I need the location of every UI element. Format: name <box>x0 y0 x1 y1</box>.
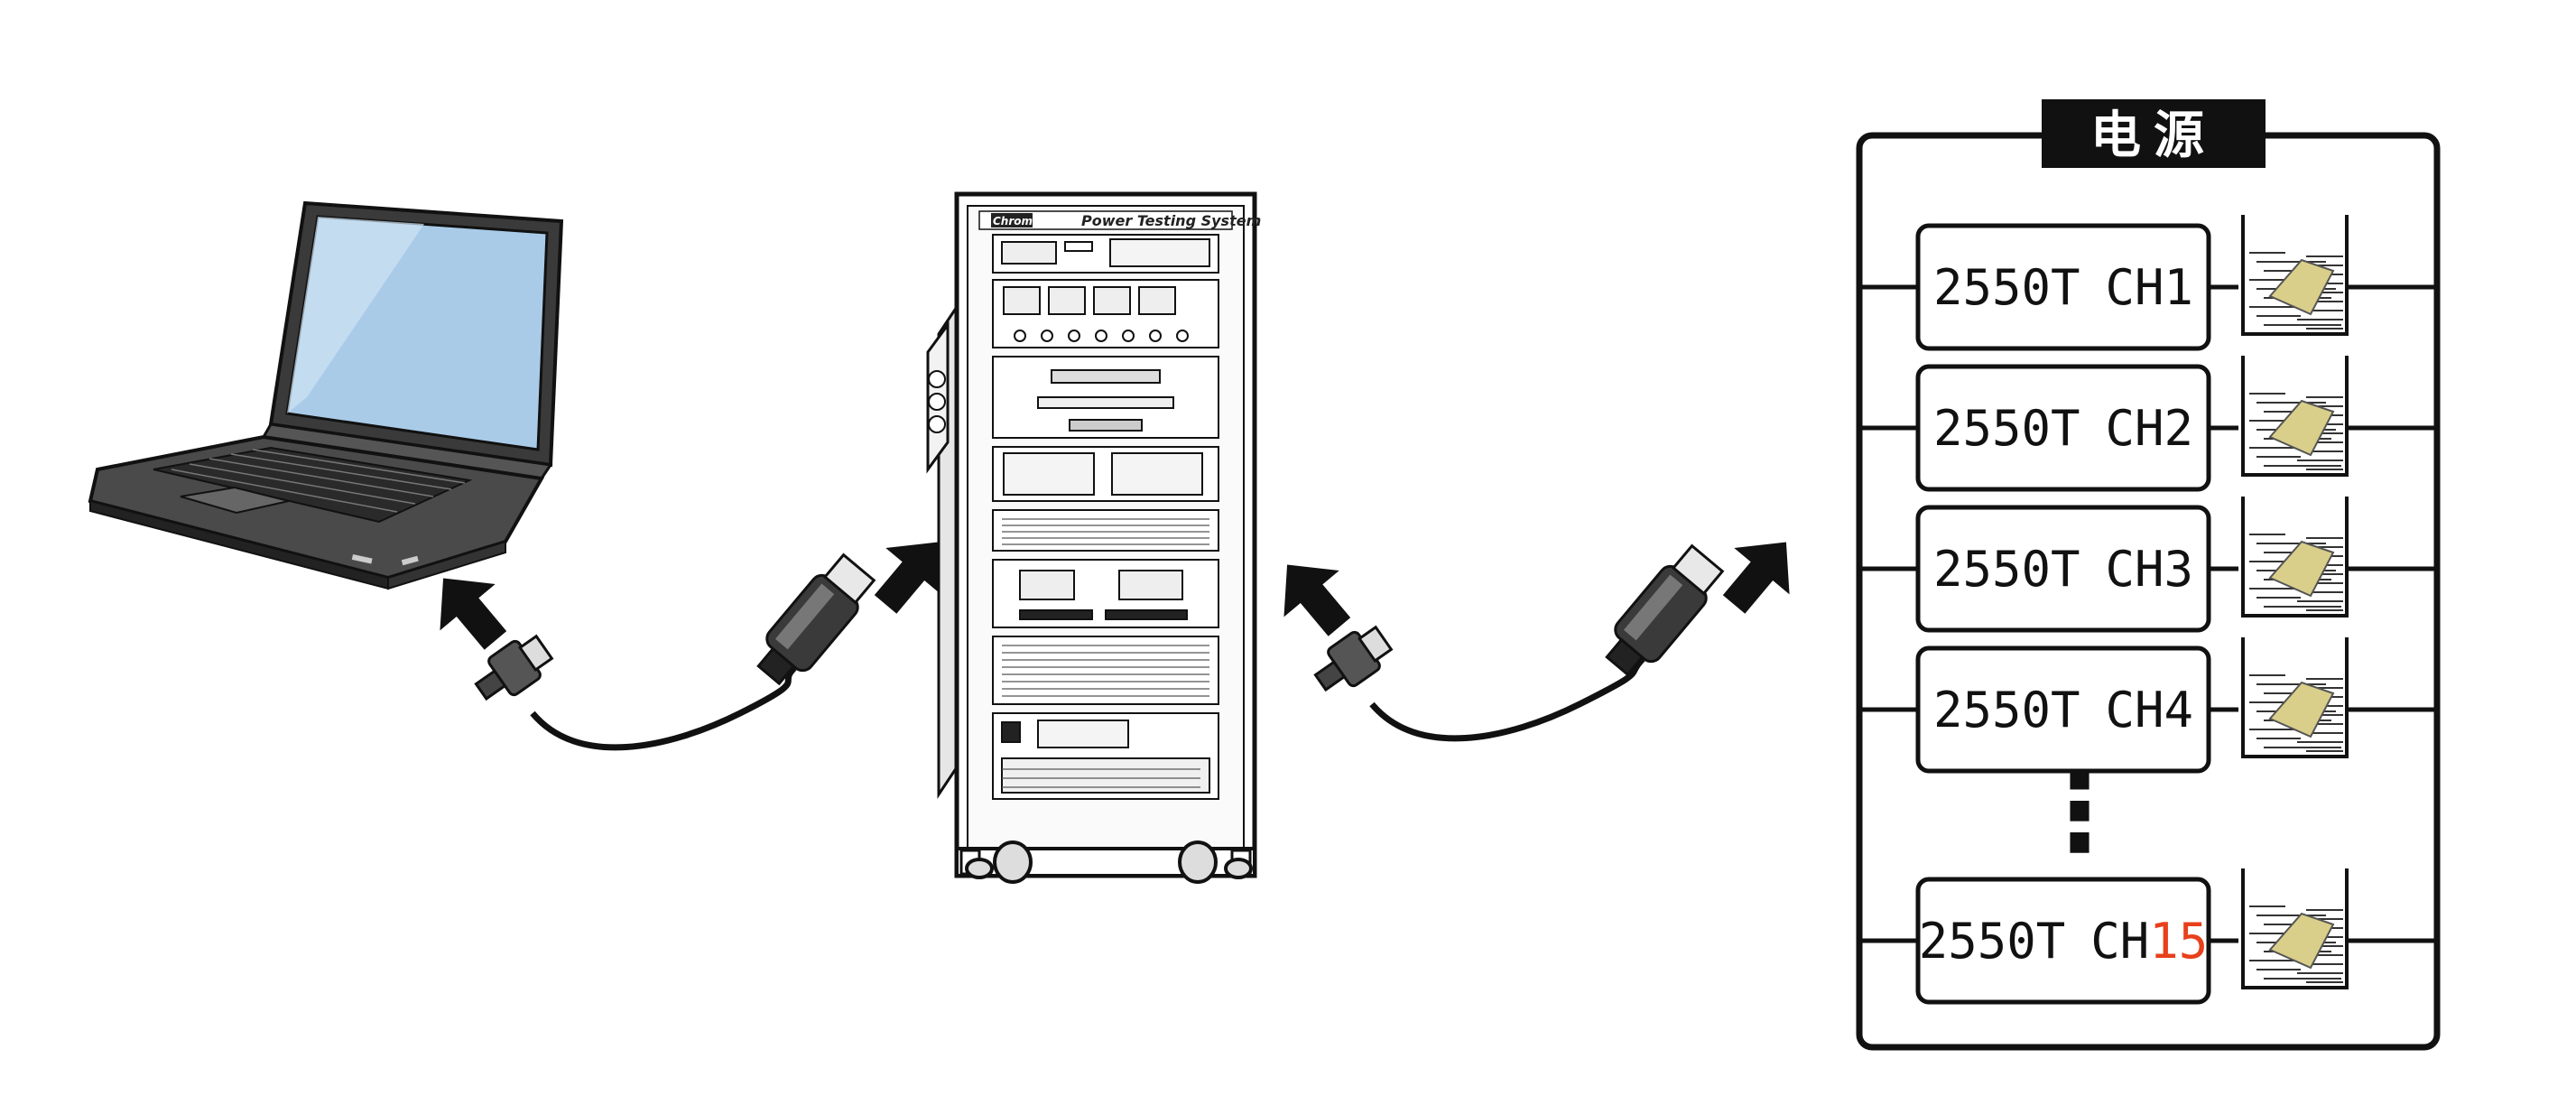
channel-row: 2550T CH1 <box>1862 215 2434 351</box>
channel-prefix: CH <box>2090 913 2149 970</box>
channel-prefix: CH <box>2106 682 2164 738</box>
usb-cable-icon-2 <box>1313 543 1725 742</box>
channel-number: 3 <box>2164 541 2194 598</box>
channel-number: 1 <box>2164 259 2194 316</box>
channel-label: 2550T CH1 <box>1933 259 2193 316</box>
arrow-to-laptop-icon <box>440 578 507 650</box>
channel-number: 2 <box>2164 400 2194 457</box>
rack-brand-label: Chroma <box>993 215 1040 228</box>
arrow-to-rack-icon <box>874 542 941 614</box>
sample-beaker-icon <box>2240 868 2350 989</box>
laptop-icon <box>88 200 564 590</box>
channel-label: 2550T CH3 <box>1933 541 2193 598</box>
channel-row: 2550T CH3 <box>1862 497 2434 633</box>
sample-beaker-icon <box>2240 356 2350 477</box>
rack-cabinet-icon: Chroma Power Testing System <box>926 191 1261 884</box>
channel-model: 2550T <box>1933 259 2080 316</box>
channel-number: 15 <box>2149 913 2208 970</box>
usb-cable-icon-1 <box>474 552 876 751</box>
channel-model: 2550T <box>1933 541 2080 598</box>
channel-label: 2550T CH4 <box>1933 682 2193 738</box>
channel-prefix: CH <box>2106 400 2164 457</box>
power-box-title: 电源 <box>2090 107 2217 165</box>
sample-beaker-icon <box>2240 637 2350 758</box>
channel-number: 4 <box>2164 682 2194 738</box>
ellipsis-dots: ⋮ <box>2025 749 2134 875</box>
arrow-to-rack-back-icon <box>1283 564 1351 636</box>
power-box-title-bg <box>2042 99 2266 168</box>
channel-prefix: CH <box>2106 541 2164 598</box>
arrow-to-power-icon <box>1722 542 1790 614</box>
channel-model: 2550T <box>1933 682 2080 738</box>
sample-beaker-icon <box>2240 215 2350 336</box>
channel-label: 2550T CH15 <box>1919 913 2209 970</box>
channel-model: 2550T <box>1919 913 2066 970</box>
channel-row: 2550T CH4 <box>1862 637 2434 774</box>
channel-row: 2550T CH2 <box>1862 356 2434 492</box>
channel-model: 2550T <box>1933 400 2080 457</box>
rack-panel-title: Power Testing System <box>1081 212 1261 229</box>
sample-beaker-icon <box>2240 497 2350 618</box>
channel-label: 2550T CH2 <box>1933 400 2193 457</box>
channel-row: 2550T CH15 <box>1862 868 2434 1005</box>
channel-prefix: CH <box>2106 259 2164 316</box>
